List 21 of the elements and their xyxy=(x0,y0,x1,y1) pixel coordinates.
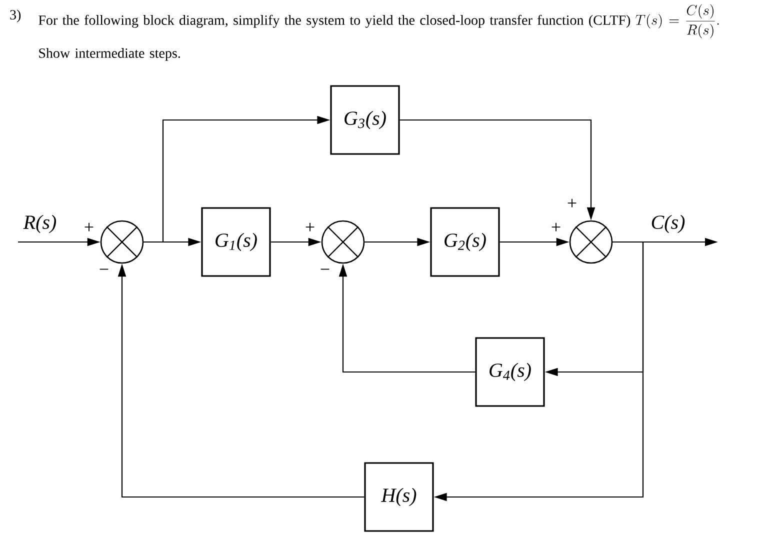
summing-junction xyxy=(321,220,365,264)
label: $T(s)=\frac{C(s)}{R(s)}.$ xyxy=(636,4,719,38)
question-text: For the following block diagram, simplify the system to yield the closed-loop transfer function (CLTF) $T(s)=\frac{C(s)}{R(s)}.$ Show intermediate steps. xyxy=(38,4,719,61)
block-box: G$_{1}$(s) xyxy=(201,207,271,277)
sign-label: + xyxy=(568,198,576,208)
signal-label: C(s) xyxy=(652,214,685,234)
block-box: G$_{4}$(s) xyxy=(475,337,545,407)
block-box: H(s) xyxy=(364,462,434,532)
signal-label: R(s) xyxy=(23,214,56,234)
diagram-title: For the following block diagram, simplify the system to yield the closed-loop transfer function (CLTF) xyxy=(38,14,630,28)
label: Show intermediate steps. xyxy=(39,48,180,61)
sign-label: + xyxy=(306,222,314,232)
sign-label: − xyxy=(320,268,330,270)
sign-label: + xyxy=(84,222,94,232)
block-box: G$_{3}$(s) xyxy=(330,85,400,155)
sign-label: − xyxy=(100,268,108,270)
summing-junction xyxy=(100,220,144,264)
summing-junction xyxy=(569,220,613,264)
question-number: 3) xyxy=(10,10,21,22)
block-box: G$_{2}$(s) xyxy=(430,207,500,277)
sign-label: + xyxy=(552,222,560,232)
